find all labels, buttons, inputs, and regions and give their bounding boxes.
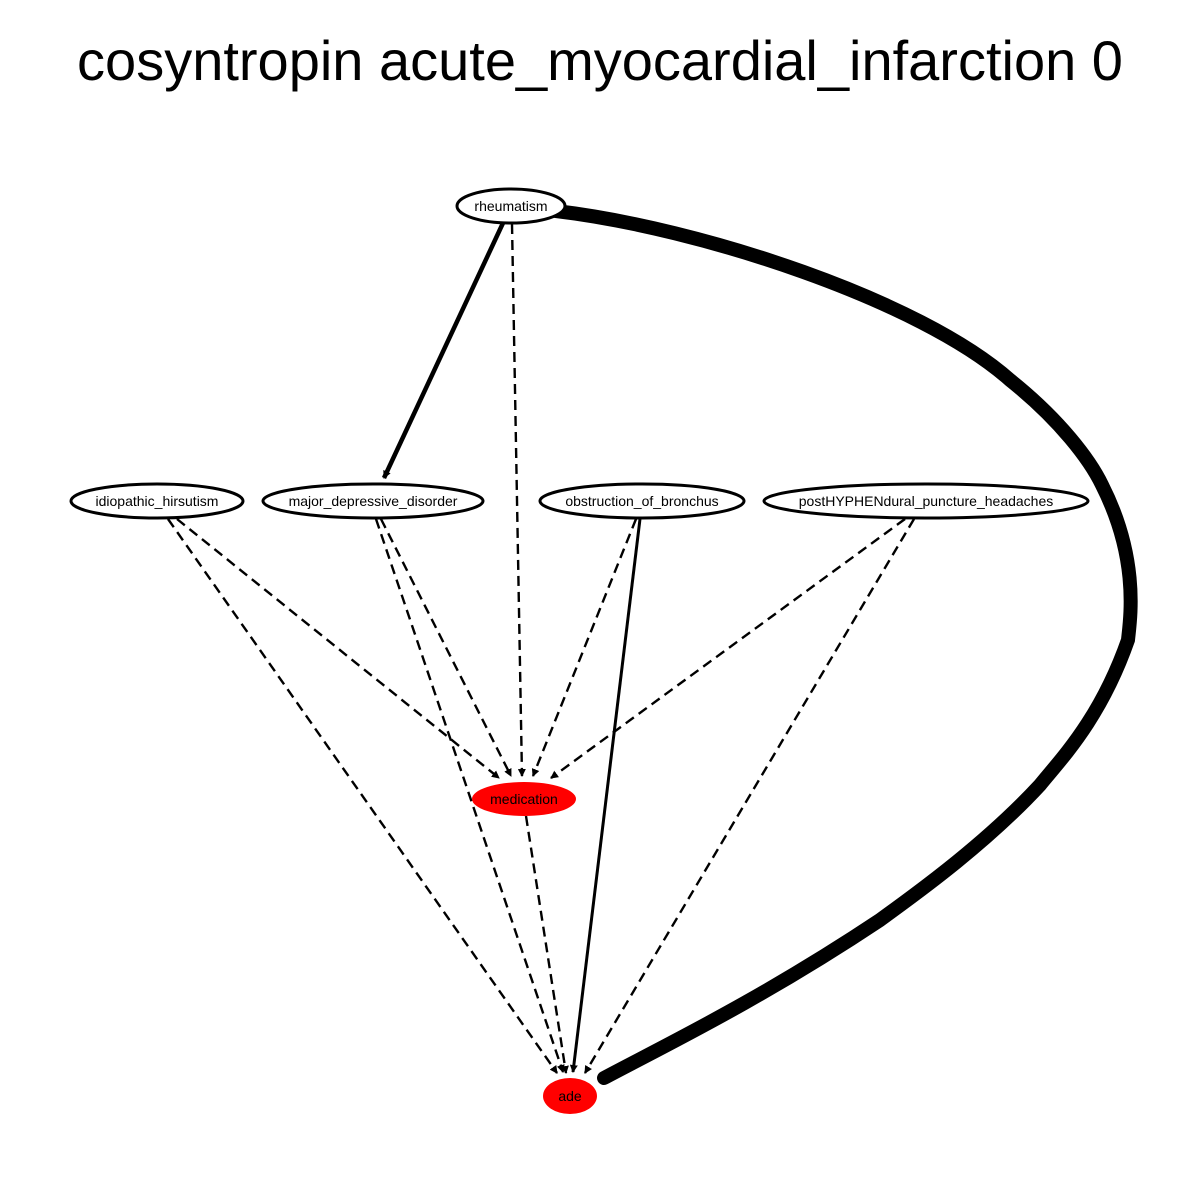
edge-posthyphendural-puncture-headaches-to-ade	[583, 518, 916, 1074]
node-shape	[69, 482, 245, 520]
edge-rheumatism-to-major_depressive_disorder	[381, 222, 506, 479]
node-rheumatism: rheumatism	[455, 187, 567, 225]
node-shape	[538, 482, 746, 520]
node-shape	[472, 782, 576, 816]
edge-rheumatism-to-medication	[510, 223, 526, 777]
node-label: obstruction_of_bronchus	[565, 493, 718, 509]
edge-idiopathic-hirsutism-to-medication	[176, 518, 500, 779]
node-major-depressive-disorder: major_depressive_disorder	[261, 482, 485, 520]
edge-idiopathic-hirsutism-to-ade	[167, 518, 558, 1074]
node-obstruction-of-bronchus: obstruction_of_bronchus	[538, 482, 746, 520]
node-label: idiopathic_hirsutism	[96, 493, 219, 509]
node-ade: ade	[543, 1078, 597, 1114]
node-label: rheumatism	[474, 198, 547, 214]
node-shape	[762, 482, 1090, 520]
node-label: major_depressive_disorder	[289, 493, 458, 509]
edge-major-depressive-disorder-to-medication	[379, 518, 513, 777]
edge-posthyphendural-puncture-headaches-to-medication	[550, 518, 906, 779]
edge-obstruction-of-bronchus-to-medication	[531, 518, 638, 777]
page-title: cosyntropin acute_myocardial_infarction …	[77, 29, 1123, 92]
node-idiopathic-hirsutism: idiopathic_hirsutism	[69, 482, 245, 520]
node-shape	[261, 482, 485, 520]
node-shape	[543, 1078, 597, 1114]
node-posthyphendural-puncture-headaches: postHYPHENdural_puncture_headaches	[762, 482, 1090, 520]
edge-rheumatism-to-ade	[549, 204, 1138, 1085]
edge-medication-to-ade	[524, 815, 569, 1074]
node-medication: medication	[472, 782, 576, 816]
node-label: ade	[558, 1088, 582, 1104]
nodes-layer: rheumatism idiopathic_hirsutism major_depr…	[69, 187, 1090, 1114]
node-label: postHYPHENdural_puncture_headaches	[799, 493, 1054, 509]
edge-major-depressive-disorder-to-ade	[374, 518, 565, 1073]
edges-layer	[167, 204, 1138, 1085]
edge-obstruction-of-bronchus-to-ade	[569, 518, 642, 1073]
node-label: medication	[490, 791, 558, 807]
node-shape	[455, 187, 567, 225]
